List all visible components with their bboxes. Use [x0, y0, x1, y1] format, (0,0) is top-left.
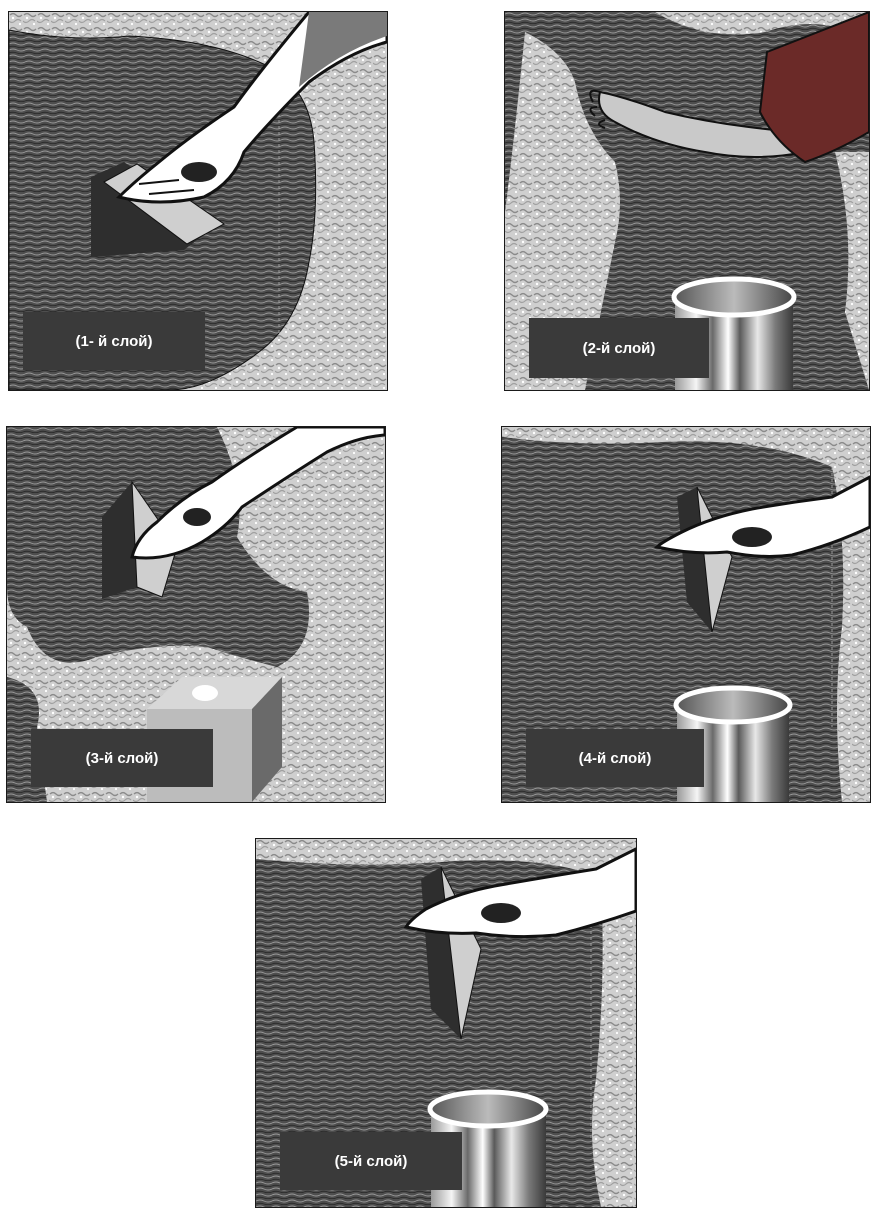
layer-caption: (3-й слой) — [31, 729, 213, 787]
panel-layer-2: (2-й слой) — [504, 11, 870, 391]
layer-caption: (5-й слой) — [280, 1132, 462, 1190]
panel-layer-1: (1- й слой) — [8, 11, 388, 391]
layer-caption: (1- й слой) — [23, 312, 205, 370]
layer-caption: (4-й слой) — [526, 729, 704, 787]
panel-layer-3: (3-й слой) — [6, 426, 386, 803]
layer-caption: (2-й слой) — [529, 318, 709, 378]
panel-layer-4: (4-й слой) — [501, 426, 871, 803]
panel-layer-5: (5-й слой) — [255, 838, 637, 1208]
